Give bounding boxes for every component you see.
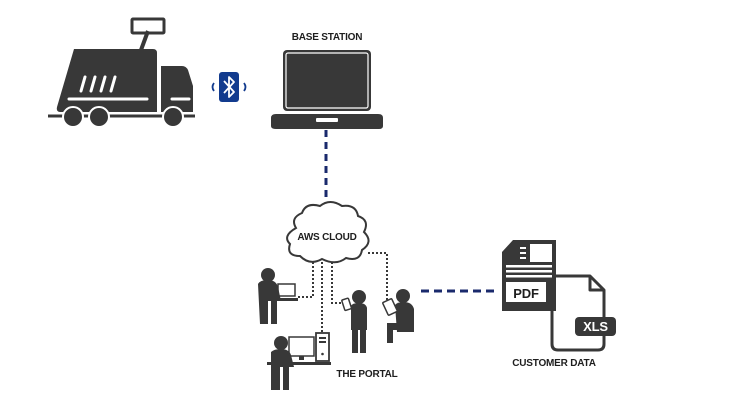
- xls-label: XLS: [583, 319, 608, 334]
- aws-cloud-label: AWS CLOUD: [297, 232, 356, 243]
- customer-data-label: CUSTOMER DATA: [512, 358, 596, 369]
- laptop-icon: [271, 50, 383, 129]
- person-tablet-standing-icon: [341, 290, 367, 353]
- portal-connectors: [298, 252, 388, 334]
- pdf-document-icon: [502, 240, 556, 311]
- cloud-icon: [286, 201, 370, 264]
- person-laptop-icon: [258, 268, 298, 324]
- xls-document-icon: [550, 274, 616, 352]
- truck-icon: [48, 17, 195, 128]
- portal-label: THE PORTAL: [336, 369, 397, 380]
- base-station-label: BASE STATION: [292, 32, 363, 43]
- bluetooth-icon: [211, 72, 247, 102]
- person-desktop-icon: [267, 332, 331, 390]
- pdf-label: PDF: [513, 286, 539, 301]
- person-tablet-seated-icon: [382, 289, 414, 343]
